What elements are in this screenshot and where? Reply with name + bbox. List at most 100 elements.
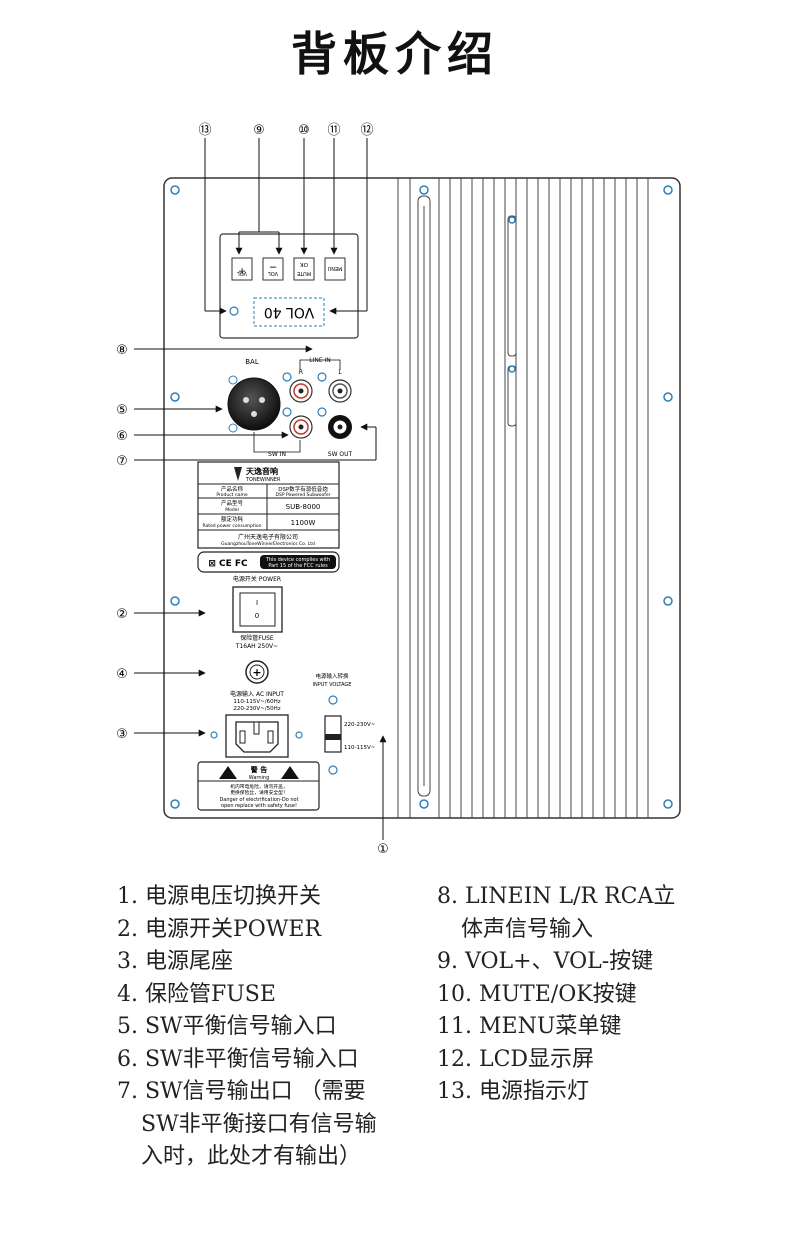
callout-10: ⑩ [298, 123, 310, 138]
svg-text:OK: OK [300, 261, 308, 267]
nameplate-label-en: Model [225, 507, 239, 513]
nameplate-model: SUB-8000 [286, 503, 321, 511]
vol-minus-button[interactable]: − VOL [262, 257, 284, 281]
line-in-bracket [299, 359, 341, 370]
warning-text-cn-2: 更换保险丝，请用安全型！ [230, 789, 288, 796]
warning-label [197, 761, 320, 811]
legend-item-12: 12. LCD显示屏 [437, 1046, 595, 1072]
warning-text-en-2: open replace with safety fuse! [221, 803, 297, 809]
cert-strip [197, 551, 340, 573]
vol-plus-button[interactable]: + VOL [231, 257, 253, 281]
callout-leaders-top [204, 138, 368, 315]
svg-text:−: − [269, 261, 277, 272]
mount-holes [170, 185, 673, 809]
power-switch-off: 0 [255, 612, 259, 620]
warning-title-cn: 警 告 [251, 765, 267, 774]
brand-logo-icon [234, 467, 242, 481]
callout-11: ⑪ [327, 123, 340, 138]
voltage-low-label: 110-115V~ [344, 745, 376, 751]
svg-text:VOL: VOL [237, 270, 247, 276]
ac-input-line1: 110-115V~/60Hz [233, 699, 280, 705]
legend-item-1: 1. 电源电压切换开关 [117, 884, 321, 909]
voltage-switch-label-cn: 电源输入转换 [315, 672, 349, 680]
callout-2: ② [116, 607, 128, 622]
nameplate-label-cn: 额定功耗 [221, 515, 244, 523]
ac-input-line2: 220-230V~/50Hz [233, 706, 280, 712]
menu-button[interactable]: MENU [324, 257, 346, 281]
page-title: 背板介绍 [291, 27, 499, 81]
rca-line-in-l[interactable] [328, 379, 352, 403]
svg-text:MENU: MENU [327, 265, 342, 271]
power-switch[interactable] [232, 586, 283, 633]
nameplate-label-en: Product name [216, 492, 248, 498]
legend-item-7-cont: SW非平衡接口有信号输 [141, 1111, 377, 1137]
mute-ok-button[interactable]: OK MUTE [293, 257, 315, 281]
iec-power-inlet[interactable] [225, 714, 289, 758]
callout-7: ⑦ [116, 454, 128, 469]
svg-text:+: + [252, 666, 261, 679]
voltage-switch-label-en: INPUT VOLTAGE [313, 682, 352, 688]
nameplate-label-cn: 产品名称 [221, 485, 244, 493]
callout-5: ⑤ [116, 403, 128, 418]
svg-text:VOL 40: VOL 40 [264, 304, 314, 320]
xlr-balanced-input[interactable] [227, 377, 281, 431]
legend-item-9: 9. VOL+、VOL-按键 [437, 949, 654, 974]
svg-text:+: + [238, 265, 246, 276]
legend-item-4: 4. 保险管FUSE [117, 981, 276, 1007]
brand-en: TONEWINNER [245, 477, 281, 483]
legend-item-10: 10. MUTE/OK按键 [437, 981, 637, 1007]
rca-sw-out[interactable] [328, 415, 352, 439]
fuse-holder[interactable]: + [245, 660, 269, 684]
callout-12: ⑫ [360, 123, 373, 138]
rca-sw-in[interactable] [289, 415, 313, 439]
voltage-high-label: 220-230V~ [344, 722, 376, 728]
electric-hazard-icon [281, 766, 299, 779]
bal-label: BAL [245, 358, 259, 366]
sw-in-label: SW IN [268, 451, 286, 458]
legend-item-8-cont: 体声信号输入 [461, 916, 594, 942]
line-in-label: LINE IN [309, 357, 331, 364]
legend-item-2: 2. 电源开关POWER [117, 916, 322, 942]
voltage-selector-switch[interactable] [324, 715, 342, 753]
legend-item-13: 13. 电源指示灯 [437, 1079, 589, 1104]
lcd-display: VOL 40 [253, 297, 325, 327]
company-en: GuangzhouToneWinnerElectronics Co. Ltd [221, 541, 315, 547]
nameplate-label-cn: 产品型号 [221, 499, 244, 507]
callout-4: ④ [116, 667, 128, 682]
legend-right: 8. LINEIN L/R RCA立 体声信号输入 9. VOL+、VOL-按键… [437, 881, 675, 1109]
legend-left: 1. 电源电压切换开关 2. 电源开关POWER 3. 电源尾座 4. 保险管F… [117, 881, 377, 1174]
power-switch-label: 电源开关 POWER [233, 575, 281, 583]
nameplate-power: 1100W [291, 519, 316, 527]
warning-text-cn-1: 机内带电危险，请勿开盖， [230, 783, 288, 790]
legend-item-8: 8. LINEIN L/R RCA立 [437, 884, 676, 909]
nameplate-label-en: Rated power consumption [202, 523, 261, 529]
line-in-l-label: L [338, 369, 342, 376]
heatsink [397, 178, 649, 818]
callout-3: ③ [116, 727, 128, 742]
nameplate-value-cn: DSP数字有源低音炮 [278, 485, 328, 493]
company-cn: 广州天逸电子有限公司 [238, 533, 298, 541]
sw-in-bracket [253, 432, 301, 453]
brand-cn: 天逸音响 [246, 466, 278, 476]
legend-item-7-cont: 入时，此处才有输出） [141, 1144, 362, 1169]
legend-item-3: 3. 电源尾座 [117, 949, 233, 974]
callout-9: ⑨ [253, 123, 265, 138]
callout-8: ⑧ [116, 343, 128, 358]
jack-screws [282, 372, 327, 417]
callout-leaders-left [134, 345, 387, 840]
fcc-text-2: Part 15 of the FCC rules [268, 563, 328, 569]
cert-marks: ⊠ CE FC [208, 559, 248, 569]
rca-line-in-r[interactable] [289, 379, 313, 403]
callout-6: ⑥ [116, 429, 128, 444]
legend-item-11: 11. MENU菜单键 [437, 1014, 622, 1039]
ac-input-label: 电源输入 AC INPUT [230, 690, 284, 698]
legend-item-7: 7. SW信号输出口 （需要 [117, 1079, 366, 1104]
line-in-r-label: R [299, 369, 303, 376]
nameplate-value-en: DSP Powered Subwoofer [276, 492, 331, 498]
sw-out-label: SW OUT [328, 451, 353, 458]
nameplate [197, 461, 340, 549]
warning-title-en: Warning [249, 775, 270, 781]
callout-1: ① [377, 842, 389, 857]
fcc-text-1: This device complies with [265, 557, 330, 563]
